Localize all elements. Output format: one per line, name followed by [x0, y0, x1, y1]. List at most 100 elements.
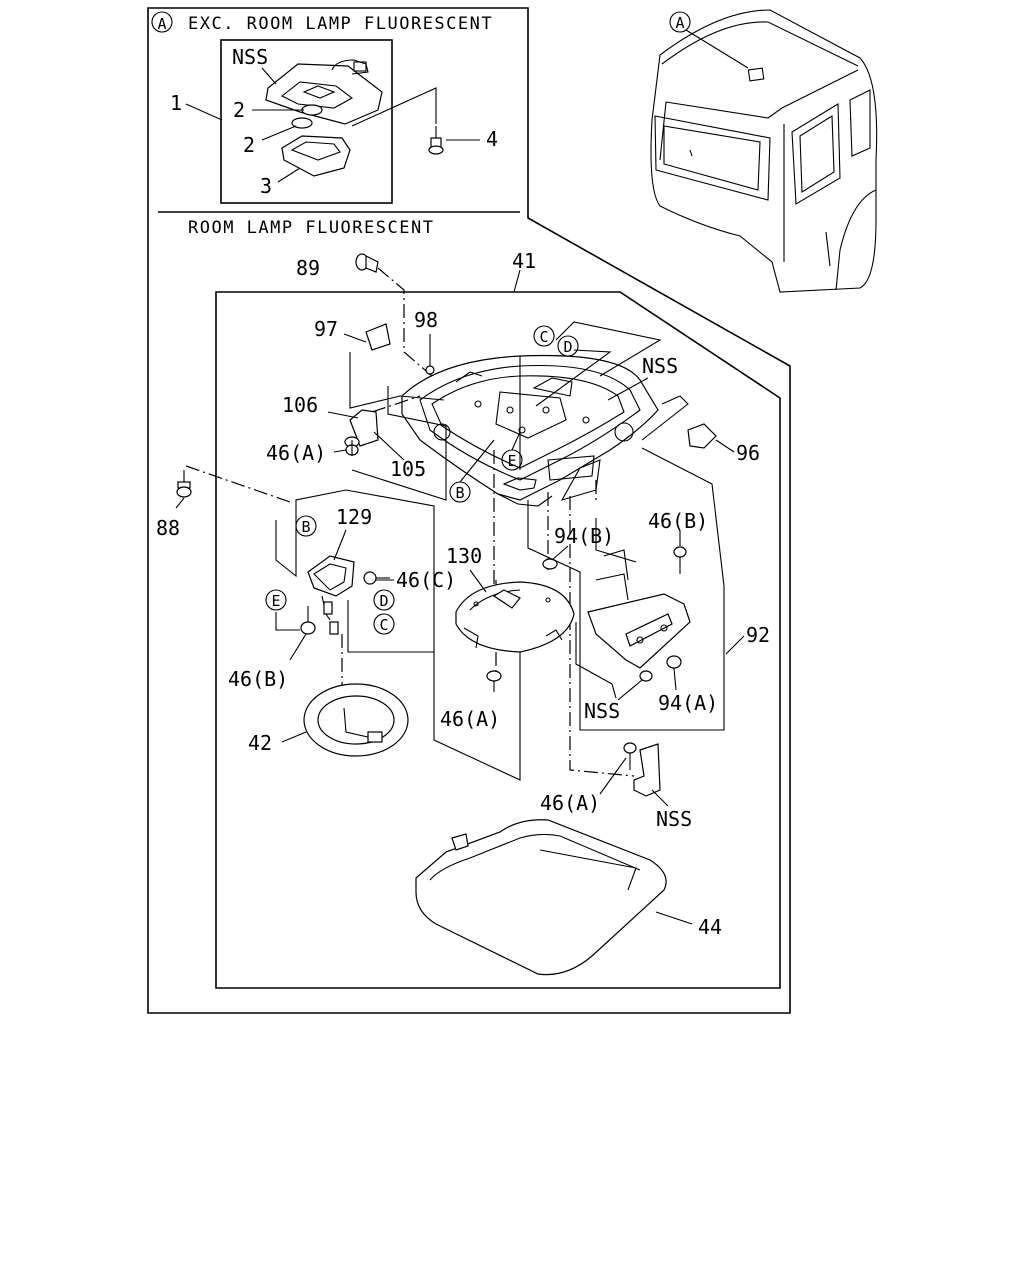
- marker-e-mid: E: [507, 452, 516, 470]
- label-part-46b-left: 46(B): [228, 667, 288, 691]
- small-lamp-inset: [220, 39, 393, 204]
- bracket-assembly-92: [587, 549, 691, 669]
- label-part-2a: 2: [233, 98, 245, 122]
- clip-nss-low: [639, 670, 653, 682]
- marker-b-mid-circle: [449, 481, 471, 503]
- label-nss-bottom: NSS: [656, 807, 692, 831]
- label-part-46c: 46(C): [396, 568, 456, 592]
- leader-94a: [673, 667, 677, 691]
- small-screw: [428, 126, 444, 155]
- leader-105: [373, 431, 405, 461]
- marker-b-left-circle: [295, 515, 317, 537]
- leader-nss-low: [617, 679, 643, 701]
- marker-c-top-circle: [533, 325, 555, 347]
- label-part-46a-1: 46(A): [266, 441, 326, 465]
- label-part-2b: 2: [243, 133, 255, 157]
- small-lens: [281, 135, 351, 177]
- nut-98: [425, 365, 435, 375]
- inner-frame-41: [215, 291, 781, 989]
- marker-b-mid: B: [455, 484, 464, 502]
- label-part-94a: 94(A): [658, 691, 718, 715]
- dash-89: [377, 267, 433, 377]
- label-part-3: 3: [260, 174, 272, 198]
- leader-97: [343, 333, 367, 343]
- housing-slot-bracket: [351, 386, 447, 501]
- bracket-left-e: [275, 612, 300, 631]
- marker-c-left: C: [379, 616, 388, 634]
- marker-b-left: B: [301, 518, 310, 536]
- marker-d-top-circle: [557, 335, 579, 357]
- section-a-header: A EXC. ROOM LAMP FLUORESCENT: [151, 11, 493, 34]
- marker-d-left: D: [379, 592, 388, 610]
- screw-46c: [363, 571, 390, 585]
- leader-2b: [261, 125, 297, 141]
- label-part-98: 98: [414, 308, 438, 332]
- section-a-marker-circle: [151, 11, 173, 33]
- label-nss-low: NSS: [584, 699, 620, 723]
- leader-44: [655, 911, 693, 925]
- cab-marker: A: [675, 14, 684, 32]
- label-part-96: 96: [736, 441, 760, 465]
- leader-b-mid: [459, 439, 495, 483]
- housing-callout-c: [555, 321, 662, 377]
- truck-cab-illustration: [650, 9, 878, 293]
- fluorescent-tube-42: [303, 683, 409, 757]
- marker-e-left-circle: [265, 589, 287, 611]
- leader-nss-bottom: [651, 789, 669, 807]
- leader-nss-top: [261, 67, 277, 85]
- small-lamp-housing: [265, 59, 383, 125]
- section-a-title: EXC. ROOM LAMP FLUORESCENT: [188, 14, 493, 34]
- leader-46b-left: [289, 633, 307, 661]
- label-part-97: 97: [314, 317, 338, 341]
- bracket-nss-bottom: [633, 743, 661, 797]
- label-part-94b: 94(B): [554, 524, 614, 548]
- marker-c-top: C: [539, 328, 548, 346]
- socket-129: [307, 555, 355, 635]
- clamp-106: [344, 409, 379, 448]
- marker-c-left-circle: [373, 613, 395, 635]
- label-part-106: 106: [282, 393, 318, 417]
- leader-46a-1: [333, 449, 347, 453]
- plate-130: [455, 581, 575, 653]
- leader-nss-right: [607, 377, 649, 401]
- label-part-92: 92: [746, 623, 770, 647]
- clip-97: [365, 323, 391, 351]
- bracket-129: [275, 489, 521, 781]
- label-part-89: 89: [296, 256, 320, 280]
- label-part-42: 42: [248, 731, 272, 755]
- lens-cover-44: [415, 819, 667, 976]
- leader-42: [281, 731, 307, 743]
- leader-106: [327, 411, 359, 419]
- dash-106: [371, 395, 421, 413]
- marker-e-mid-circle: [501, 449, 523, 471]
- leader-3: [277, 167, 301, 183]
- outer-frame: [147, 7, 791, 1014]
- leader-e-mid: [511, 431, 521, 451]
- housing-right-bracket: [641, 395, 689, 441]
- screw-46b-left: [300, 606, 316, 635]
- clip-96: [687, 423, 717, 449]
- leader-41: [513, 269, 521, 293]
- label-part-46a-2: 46(A): [440, 707, 500, 731]
- label-part-44: 44: [698, 915, 722, 939]
- label-part-88: 88: [156, 516, 180, 540]
- leader-129: [333, 529, 347, 561]
- housing-left-bracket: [349, 352, 445, 409]
- screw-88: [176, 470, 192, 498]
- screw-89: [355, 253, 379, 273]
- label-part-46a-3: 46(A): [540, 791, 600, 815]
- label-part-41: 41: [512, 249, 536, 273]
- label-part-1: 1: [170, 91, 182, 115]
- screw-46a-bottom: [623, 742, 637, 770]
- screw-46b-right: [673, 546, 687, 574]
- dash-88: [185, 465, 291, 503]
- marker-d-left-circle: [373, 589, 395, 611]
- screw-46a-mid: [486, 670, 502, 692]
- lamp-base-housing: [401, 354, 659, 507]
- label-part-130: 130: [446, 544, 482, 568]
- label-part-46b-right: 46(B): [648, 509, 708, 533]
- leader-94b: [551, 545, 569, 561]
- marker-d-top: D: [563, 338, 572, 356]
- bracket-nss-low: [575, 622, 617, 699]
